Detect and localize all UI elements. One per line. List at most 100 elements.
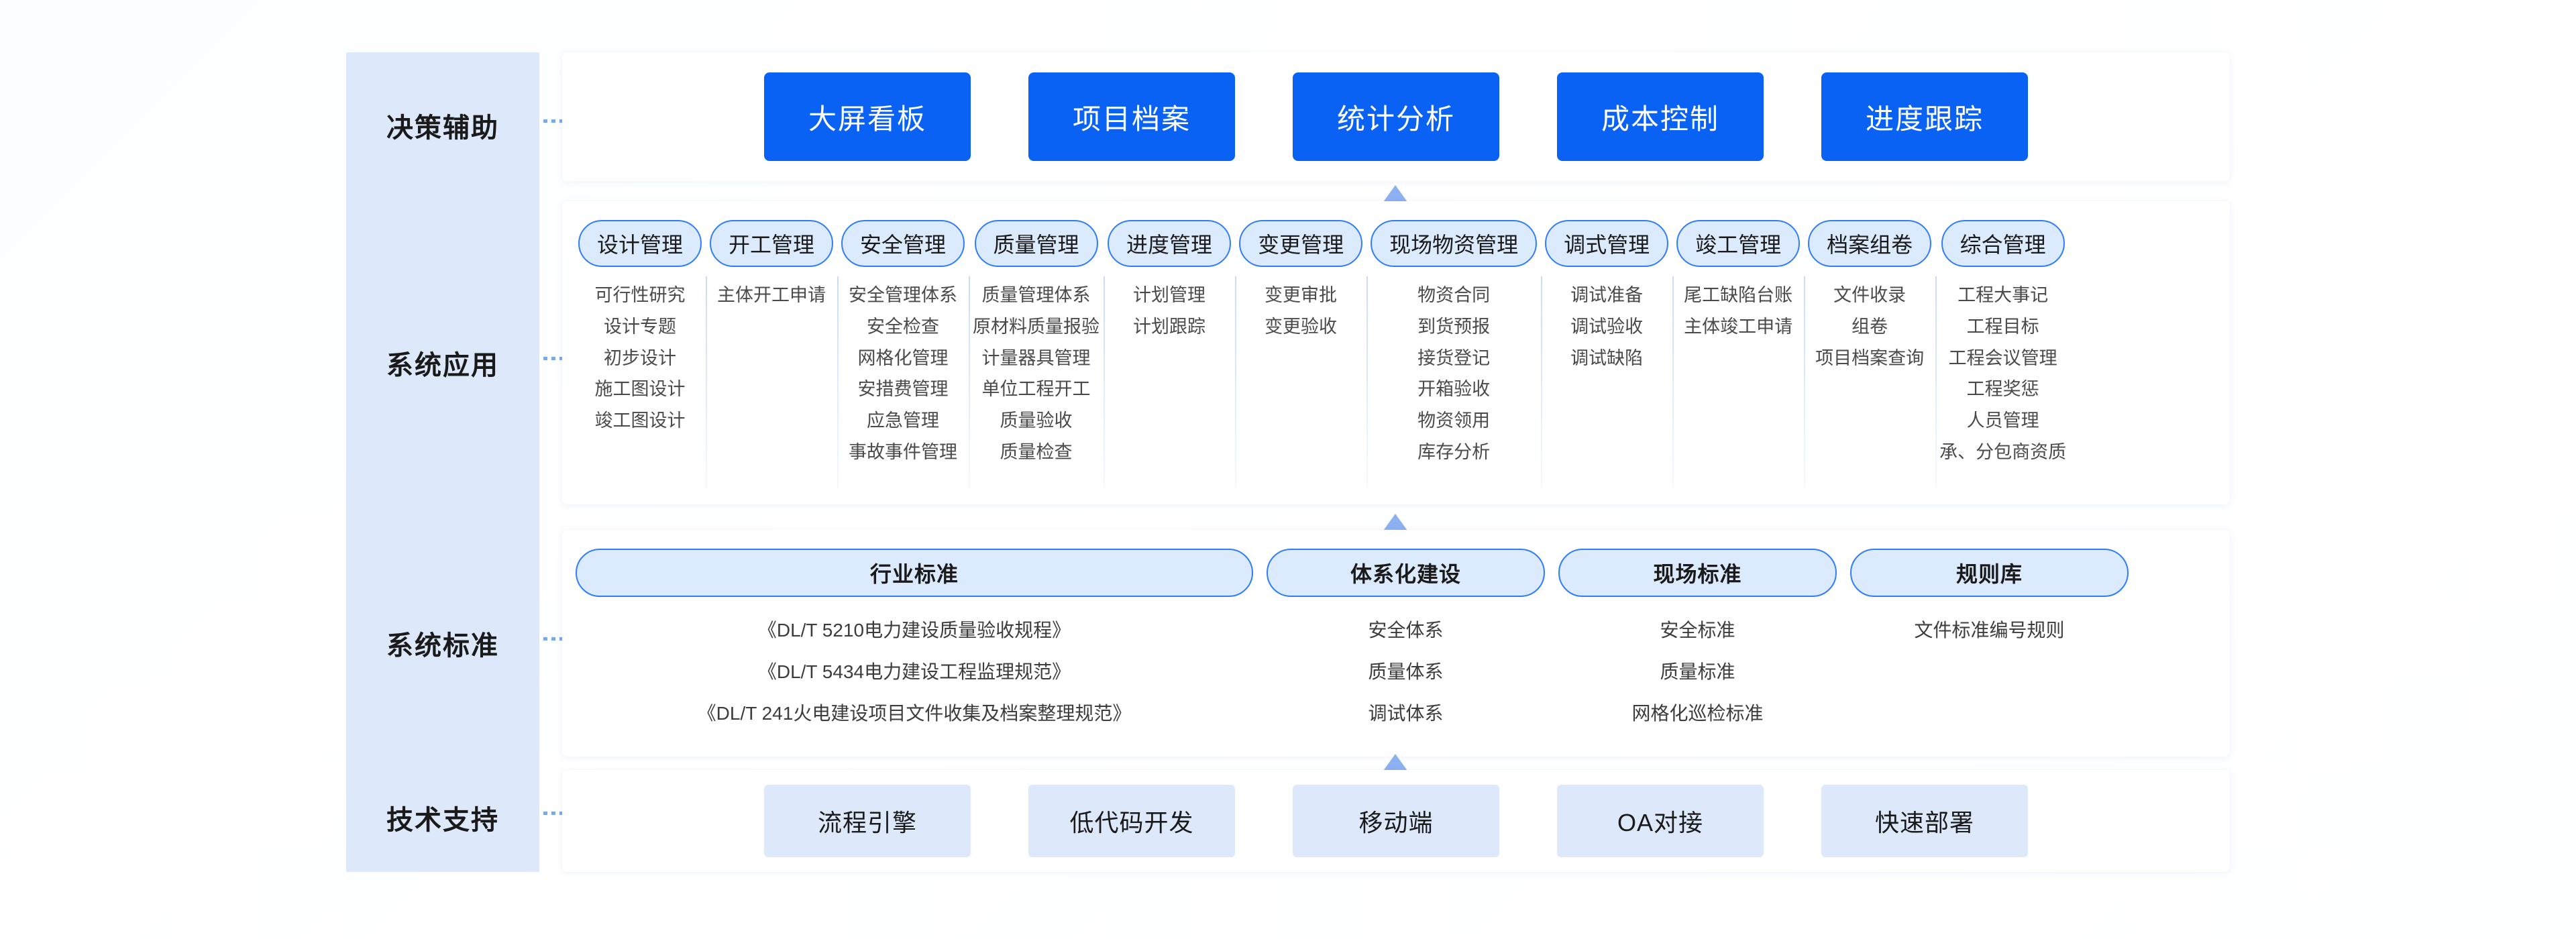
decision-card[interactable]: 统计分析 [1293,72,1499,161]
tech-support-card[interactable]: OA对接 [1557,785,1764,857]
application-sub-item[interactable]: 工程会议管理 [1948,347,2057,368]
application-sub-item[interactable]: 安措费管理 [857,379,949,400]
application-category-pill[interactable]: 竣工管理 [1676,220,1801,267]
application-sub-item[interactable]: 网格化管理 [857,347,949,368]
application-column: 设计管理可行性研究设计专题初步设计施工图设计竣工图设计 [574,220,706,494]
application-sub-item[interactable]: 原材料质量报验 [973,316,1100,337]
application-sub-item[interactable]: 调试验收 [1570,316,1644,337]
application-category-pill[interactable]: 安全管理 [841,220,965,267]
application-sub-item[interactable]: 质量验收 [1000,410,1073,431]
application-sub-item[interactable]: 主体开工申请 [717,285,826,305]
application-sub-item[interactable]: 开箱验收 [1417,379,1491,400]
application-category-pill[interactable]: 开工管理 [710,220,834,267]
application-sub-item[interactable]: 事故事件管理 [849,441,958,462]
application-sub-item[interactable]: 初步设计 [604,347,676,368]
standards-item[interactable]: 质量体系 [1368,661,1444,682]
decision-card[interactable]: 进度跟踪 [1821,72,2028,161]
application-column: 竣工管理尾工缺陷台账主体竣工申请 [1672,220,1804,494]
application-category-pill[interactable]: 设计管理 [578,220,702,267]
application-sub-list: 尾工缺陷台账主体竣工申请 [1684,284,1792,339]
application-category-pill[interactable]: 综合管理 [1941,220,2065,267]
tech-support-card[interactable]: 移动端 [1293,785,1499,857]
application-sub-item[interactable]: 承、分包商资质 [1939,441,2067,462]
application-sub-item[interactable]: 库存分析 [1417,441,1491,462]
standards-item[interactable]: 质量标准 [1660,661,1735,682]
standards-category-pill[interactable]: 规则库 [1850,549,2129,597]
standards-item[interactable]: 文件标准编号规则 [1914,620,2065,641]
decision-card-row: 大屏看板项目档案统计分析成本控制进度跟踪 [562,52,2230,181]
application-sub-item[interactable]: 应急管理 [867,410,940,431]
application-sub-list: 安全管理体系安全检查网格化管理安措费管理应急管理事故事件管理 [849,284,957,464]
application-sub-item[interactable]: 变更审批 [1265,285,1338,305]
application-category-pill[interactable]: 变更管理 [1239,220,1363,267]
application-sub-list: 主体开工申请 [717,284,826,307]
application-sub-item[interactable]: 调试缺陷 [1570,347,1644,368]
application-sub-item[interactable]: 安全管理体系 [849,285,958,305]
application-sub-item[interactable]: 主体竣工申请 [1684,316,1793,337]
row-label-decision: 决策辅助 [386,113,499,143]
standards-item[interactable]: 《DL/T 5434电力建设工程监理规范》 [757,661,1071,682]
application-sub-item[interactable]: 接货登记 [1417,347,1491,368]
application-sub-item[interactable]: 尾工缺陷台账 [1684,285,1793,305]
decision-card[interactable]: 成本控制 [1557,72,1764,161]
application-sub-list: 变更审批变更验收 [1265,284,1337,339]
applications-grid: 设计管理可行性研究设计专题初步设计施工图设计竣工图设计开工管理主体开工申请安全管… [562,201,2230,504]
application-sub-list: 文件收录组卷项目档案查询 [1815,284,1924,370]
application-sub-item[interactable]: 可行性研究 [594,285,686,305]
application-sub-item[interactable]: 施工图设计 [594,379,686,400]
technology-support-panel: 流程引擎低代码开发移动端 OA对接快速部署 [562,770,2230,872]
application-sub-item[interactable]: 设计专题 [604,316,676,337]
application-sub-item[interactable]: 计划管理 [1133,285,1206,305]
tech-support-card[interactable]: 低代码开发 [1028,785,1235,857]
standards-item-list: 文件标准编号规则 [1914,616,2064,643]
application-sub-item[interactable]: 人员管理 [1966,410,2039,431]
application-sub-item[interactable]: 安全检查 [867,316,940,337]
standards-category-pill[interactable]: 现场标准 [1558,549,1837,597]
standards-category-pill[interactable]: 行业标准 [576,549,1253,597]
application-category-pill[interactable]: 调式管理 [1545,220,1669,267]
application-sub-item[interactable]: 组卷 [1851,316,1888,337]
standards-category-pill[interactable]: 体系化建设 [1267,549,1545,597]
standards-column: 规则库文件标准编号规则 [1850,549,2129,749]
standards-item-list: 安全体系质量体系调试体系 [1368,616,1443,726]
application-column: 调式管理调试准备调试验收调试缺陷 [1541,220,1672,494]
application-sub-item[interactable]: 计划跟踪 [1133,316,1206,337]
application-sub-item[interactable]: 工程目标 [1966,316,2039,337]
tech-support-card[interactable]: 快速部署 [1821,785,2028,857]
application-category-pill[interactable]: 现场物资管理 [1371,220,1538,267]
decision-card[interactable]: 项目档案 [1028,72,1235,161]
standards-grid: 行业标准《DL/T 5210电力建设质量验收规程》《DL/T 5434电力建设工… [562,530,2230,757]
application-sub-item[interactable]: 物资合同 [1417,285,1491,305]
application-sub-list: 工程大事记工程目标工程会议管理工程奖惩人员管理承、分包商资质 [1939,284,2066,464]
application-sub-item[interactable]: 单位工程开工 [981,379,1091,400]
application-category-pill[interactable]: 进度管理 [1108,220,1232,267]
standards-item[interactable]: 安全体系 [1368,620,1444,641]
tech-support-card[interactable]: 流程引擎 [764,785,971,857]
application-sub-item[interactable]: 调试准备 [1570,285,1644,305]
application-sub-item[interactable]: 竣工图设计 [594,410,686,431]
application-sub-item[interactable]: 文件收录 [1833,285,1907,305]
standards-item[interactable]: 《DL/T 5210电力建设质量验收规程》 [757,620,1071,641]
application-sub-item[interactable]: 质量管理体系 [981,285,1091,305]
application-sub-item[interactable]: 变更验收 [1265,316,1338,337]
application-sub-item[interactable]: 到货预报 [1417,316,1491,337]
application-category-pill[interactable]: 质量管理 [974,220,1098,267]
dotted-line [543,812,572,815]
application-column: 变更管理变更审批变更验收 [1235,220,1366,494]
application-sub-item[interactable]: 物资领用 [1417,410,1491,431]
decision-card[interactable]: 大屏看板 [764,72,971,161]
standards-item[interactable]: 安全标准 [1660,620,1735,641]
standards-item[interactable]: 调试体系 [1368,703,1444,724]
application-sub-item[interactable]: 工程奖惩 [1966,379,2039,400]
system-applications-panel: 设计管理可行性研究设计专题初步设计施工图设计竣工图设计开工管理主体开工申请安全管… [562,201,2230,504]
application-category-pill[interactable]: 档案组卷 [1808,220,1932,267]
dotted-line [543,637,572,641]
standards-item[interactable]: 《DL/T 241火电建设项目文件收集及档案整理规范》 [697,703,1132,724]
application-sub-item[interactable]: 项目档案查询 [1815,347,1925,368]
application-sub-item[interactable]: 质量检查 [1000,441,1073,462]
application-sub-item[interactable]: 工程大事记 [1957,285,2049,305]
standards-item[interactable]: 网格化巡检标准 [1631,703,1764,724]
application-column: 现场物资管理物资合同到货预报接货登记开箱验收物资领用库存分析 [1366,220,1541,494]
application-sub-item[interactable]: 计量器具管理 [981,347,1091,368]
